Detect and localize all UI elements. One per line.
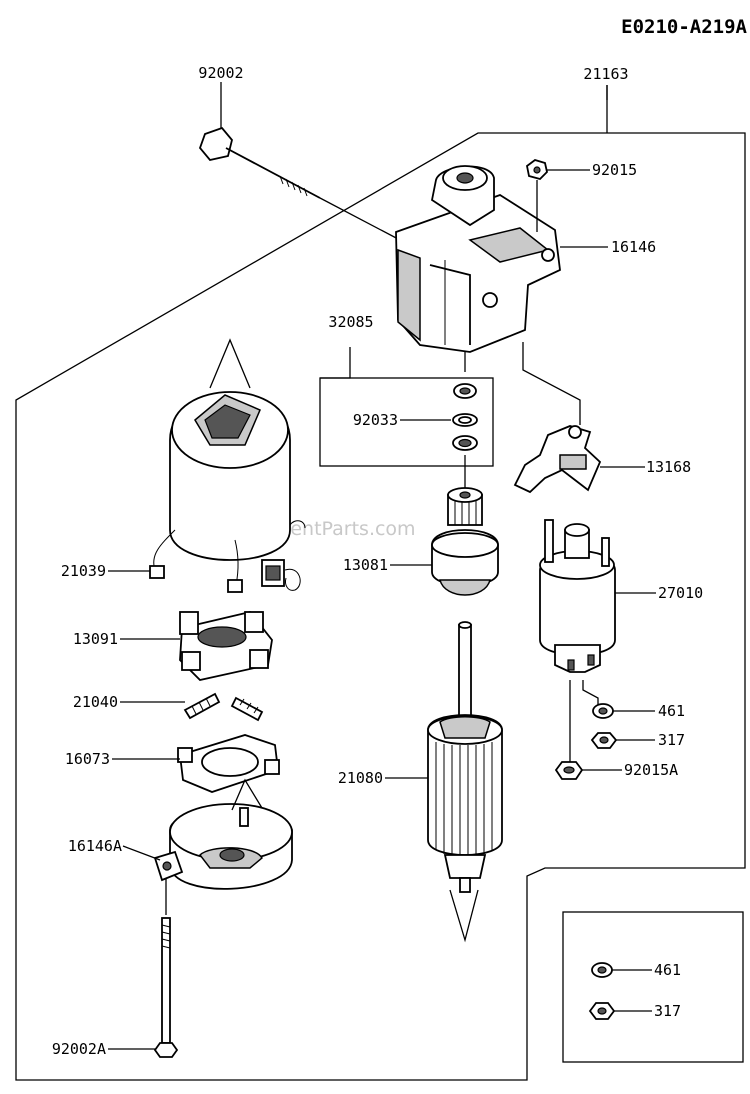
- callout-317: 317: [658, 731, 685, 749]
- assembly-outline: [15, 85, 746, 1081]
- callout-21039: 21039: [61, 562, 106, 580]
- callout-21163: 21163: [583, 65, 628, 83]
- nut-92015-icon: [526, 159, 548, 232]
- callout-21080: 21080: [338, 769, 383, 787]
- armature-icon: [427, 621, 503, 943]
- callout-92015: 92015: [592, 161, 637, 179]
- washer-ring-icon: [452, 383, 478, 490]
- callout-92002: 92002: [198, 64, 243, 82]
- callout-21040: 21040: [73, 693, 118, 711]
- yoke-field-coil-icon: [149, 338, 306, 593]
- lock-washer-icon: [592, 703, 614, 719]
- spare-hex-nut-icon: [588, 1002, 616, 1020]
- brush-plate-icon: [177, 734, 280, 793]
- callout-92002A: 92002A: [52, 1040, 106, 1058]
- brush-spring-icon: [183, 692, 264, 722]
- callout-461: 461: [658, 702, 685, 720]
- shift-lever-icon: [513, 342, 602, 494]
- callout-13081: 13081: [343, 556, 388, 574]
- through-bolt-icon: [198, 126, 401, 241]
- callout-32085: 32085: [328, 313, 373, 331]
- kit-group-32085: [319, 347, 494, 467]
- callout-16146A: 16146A: [68, 837, 122, 855]
- rear-cover-icon: [153, 778, 293, 890]
- part-callouts: 92002 21163 92015 16146 32085 92033 1316…: [52, 64, 703, 1058]
- pinion-clutch-icon: [431, 487, 499, 596]
- flange-nut-92015A-icon: [554, 680, 584, 780]
- callout-spare-461: 461: [654, 961, 681, 979]
- leader-lines: [108, 82, 656, 1050]
- spare-parts-box: [562, 911, 744, 1063]
- callout-92015A: 92015A: [624, 761, 678, 779]
- callout-13091: 13091: [73, 630, 118, 648]
- callout-spare-317: 317: [654, 1002, 681, 1020]
- front-housing-icon: [395, 165, 561, 353]
- hex-nut-317-icon: [590, 732, 618, 749]
- solenoid-icon: [539, 519, 616, 705]
- diagram-code: E0210-A219A: [621, 16, 747, 38]
- brush-holder-icon: [179, 610, 273, 681]
- callout-27010: 27010: [658, 584, 703, 602]
- long-bolt-icon: [153, 878, 179, 1058]
- spare-lock-washer-icon: [591, 962, 613, 978]
- callout-16073: 16073: [65, 750, 110, 768]
- callout-13168: 13168: [646, 458, 691, 476]
- callout-92033: 92033: [353, 411, 398, 429]
- callout-16146: 16146: [611, 238, 656, 256]
